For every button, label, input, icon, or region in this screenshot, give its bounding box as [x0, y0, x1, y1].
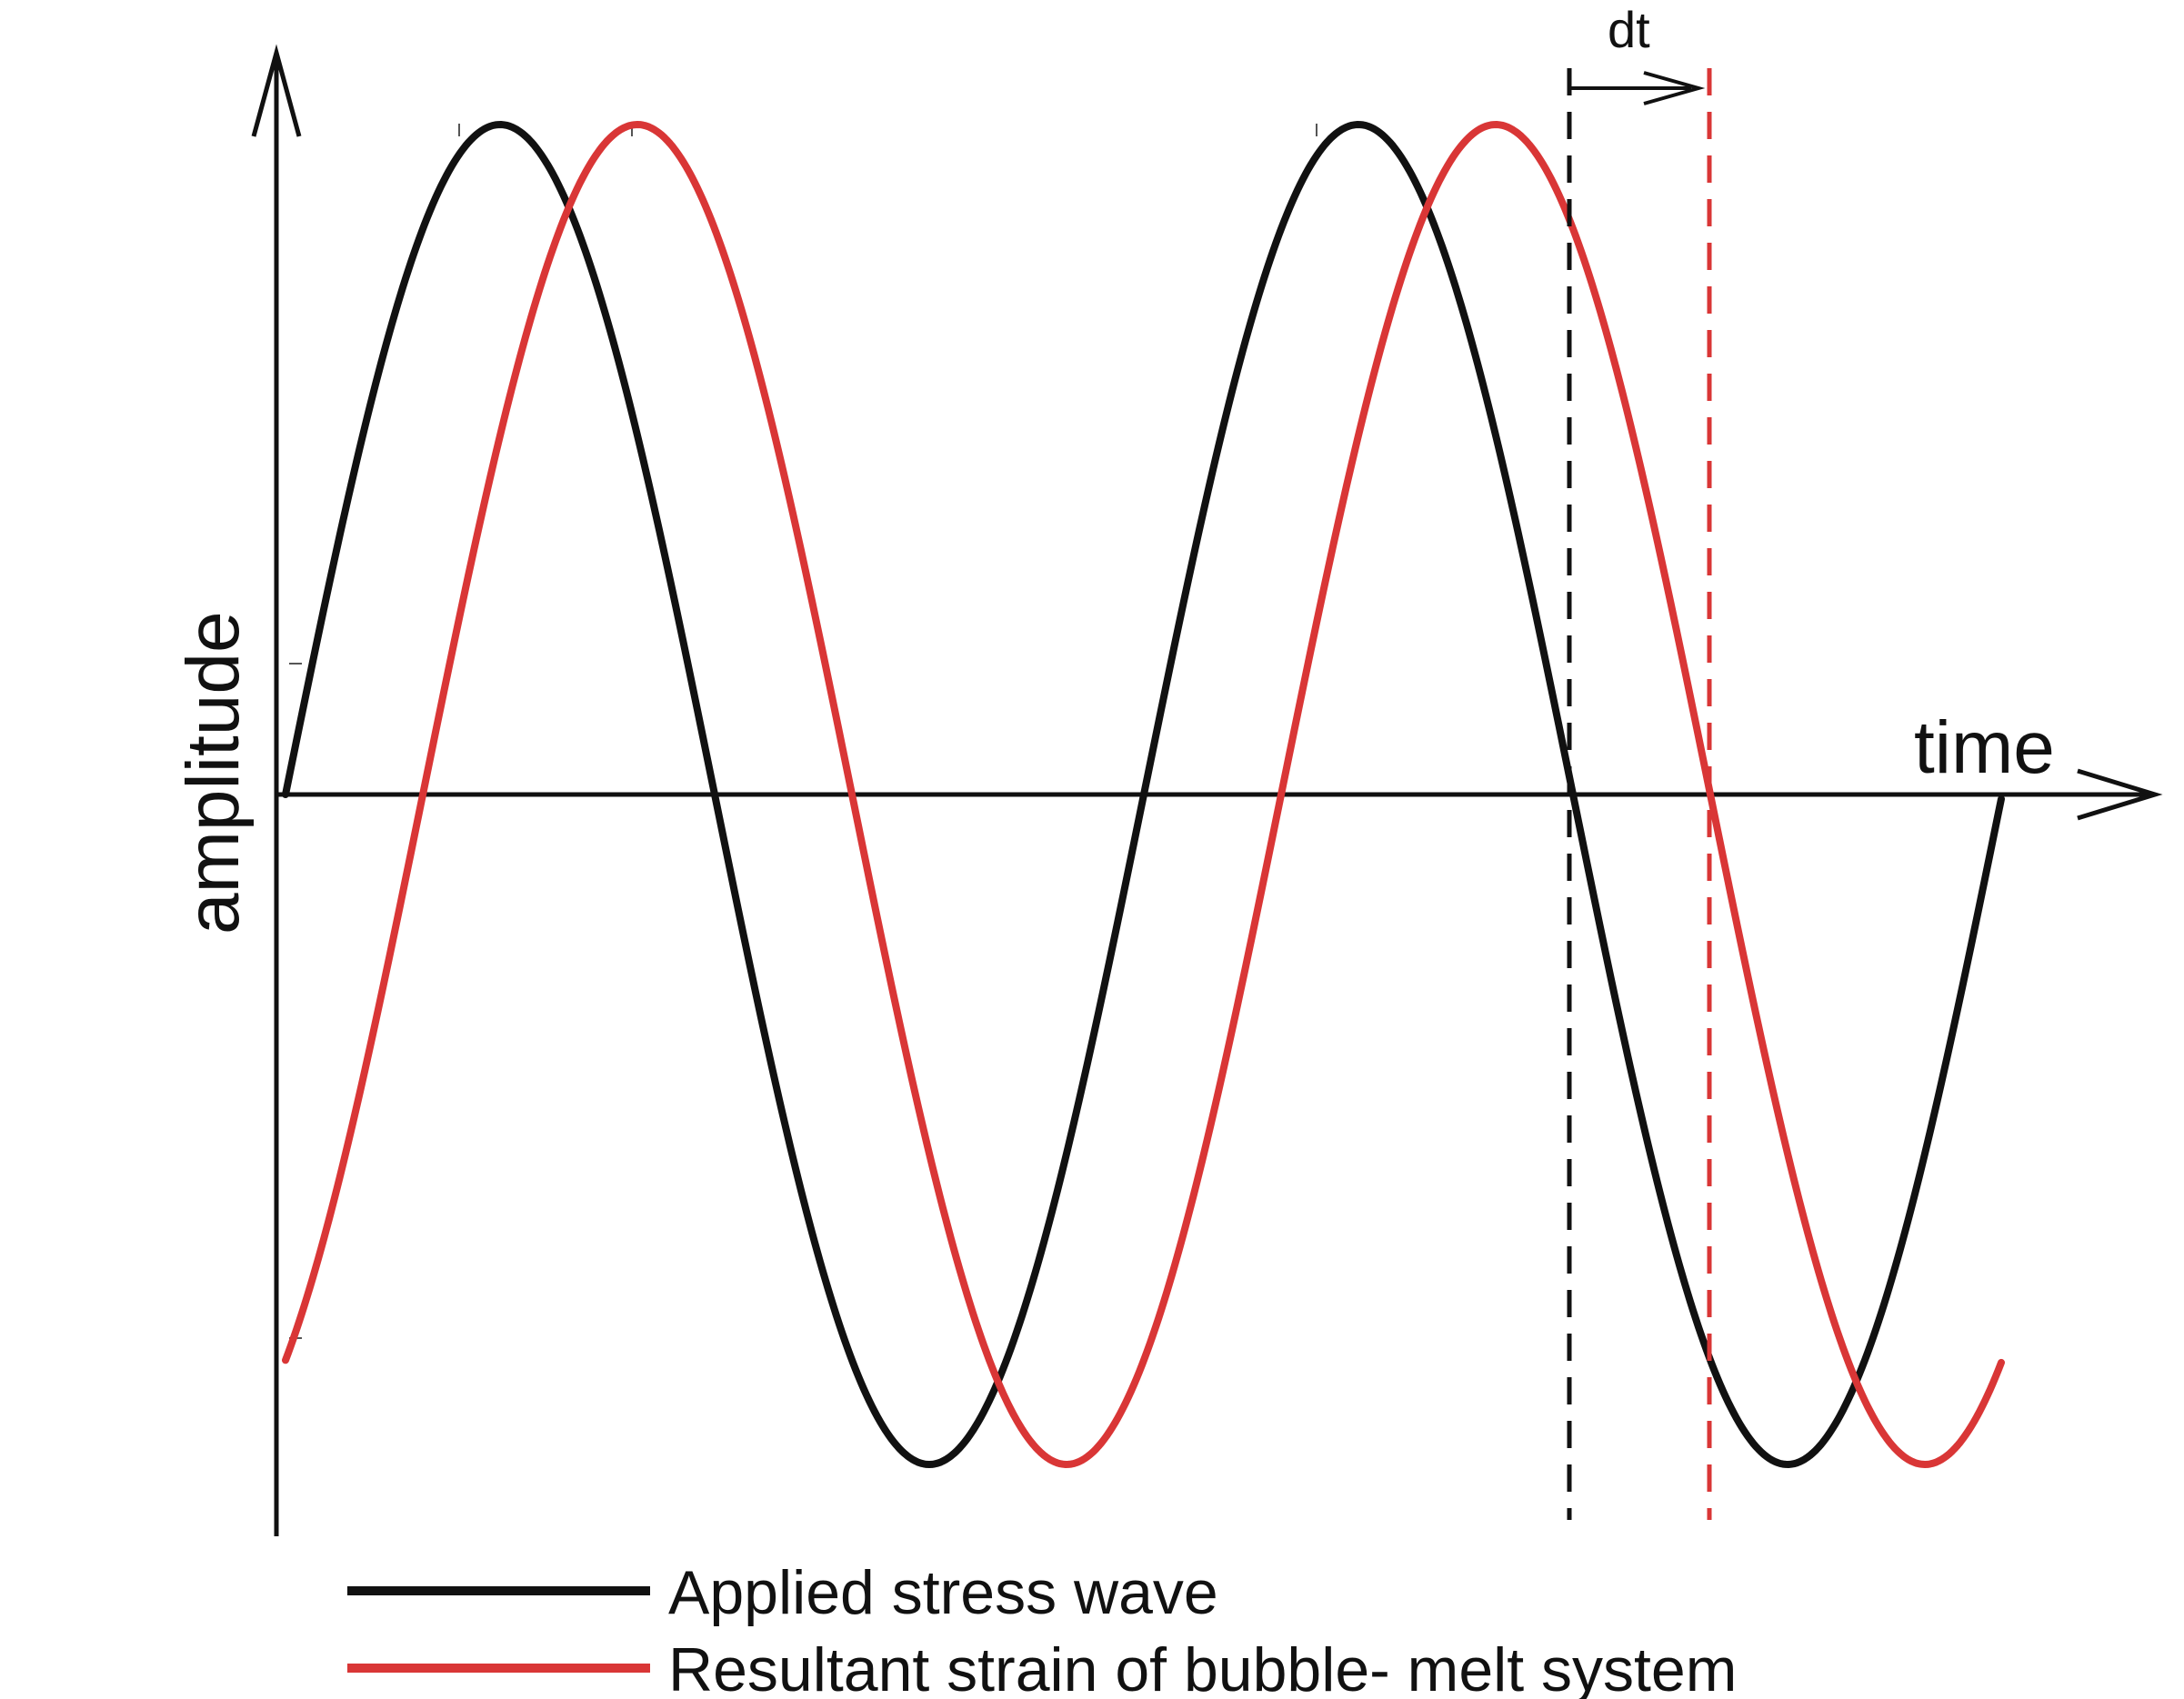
dt-arrow — [1569, 71, 1706, 105]
x-axis-arrowhead — [2077, 768, 2163, 821]
legend: Applied stress wave Resultant strain of … — [347, 1558, 1737, 1699]
resultant-strain-wave — [282, 121, 2005, 1468]
legend-label-stress: Applied stress wave — [668, 1558, 1218, 1627]
applied-stress-wave — [282, 121, 2005, 1468]
y-axis-arrowhead — [251, 44, 302, 137]
legend-label-strain: Resultant strain of bubble- melt system — [668, 1635, 1737, 1699]
y-axis-label: amplitude — [172, 611, 255, 934]
axes — [251, 44, 2163, 1536]
tick-marks — [289, 124, 1317, 1339]
dt-label: dt — [1608, 1, 1650, 58]
x-axis-label: time — [1914, 706, 2055, 789]
